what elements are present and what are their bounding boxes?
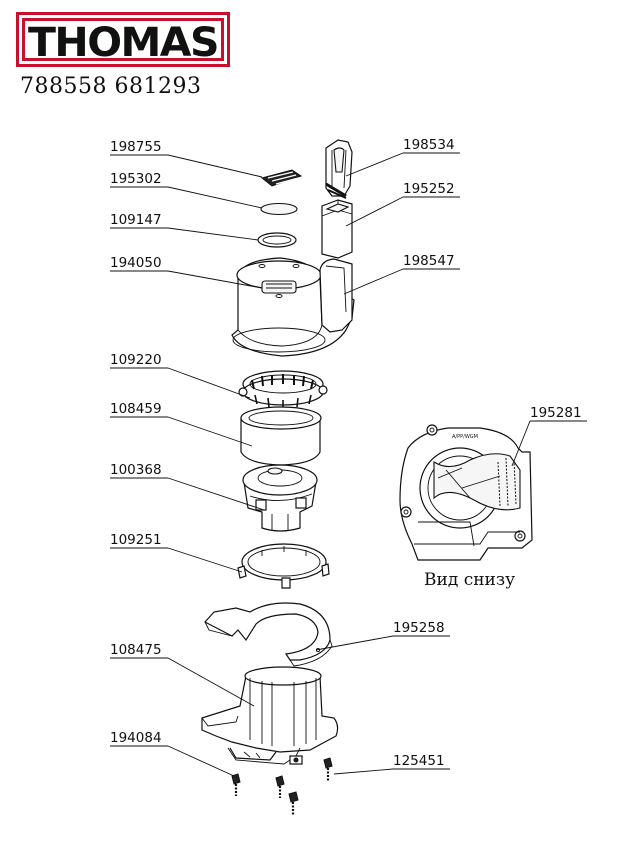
callout-195252: 195252: [345, 181, 460, 227]
bottom-view-stamp: A/PP/WGM: [452, 434, 478, 440]
svg-text:195302: 195302: [110, 171, 162, 187]
svg-text:198534: 198534: [403, 137, 455, 153]
svg-text:109251: 109251: [110, 532, 162, 548]
screw: [231, 773, 241, 796]
svg-text:198755: 198755: [110, 139, 162, 155]
svg-text:THOMAS: THOMAS: [28, 20, 218, 66]
callout-195281: 195281: [511, 405, 587, 467]
svg-text:198547: 198547: [403, 253, 455, 269]
callout-198755: 198755: [110, 139, 263, 178]
callout-195258: 195258: [315, 620, 450, 651]
callout-100368: 100368: [110, 462, 265, 511]
part-195252-holder: [321, 199, 353, 259]
part-125451-screw: [323, 757, 333, 782]
screw: [275, 775, 285, 798]
callout-109251: 109251: [110, 532, 243, 573]
part-194084-screws: [231, 773, 299, 816]
svg-text:109220: 109220: [110, 352, 162, 368]
callout-109220: 109220: [110, 352, 251, 399]
svg-text:195252: 195252: [403, 181, 455, 197]
svg-text:109147: 109147: [110, 212, 162, 228]
svg-text:194084: 194084: [110, 730, 162, 746]
part-108459-sleeve: [240, 406, 322, 466]
callout-109147: 109147: [110, 212, 259, 241]
svg-text:195258: 195258: [393, 620, 445, 636]
part-100368-motor: [242, 464, 318, 532]
callout-194084: 194084: [110, 730, 235, 777]
part-198534-cartridge: [325, 139, 353, 199]
part-109147-gasket: [257, 232, 297, 248]
svg-text:195281: 195281: [530, 405, 582, 421]
callout-195302: 195302: [110, 171, 263, 209]
svg-text:194050: 194050: [110, 255, 162, 271]
model-numbers: 788558 681293: [20, 74, 202, 99]
part-195258-bracket: [204, 602, 333, 667]
svg-text:108459: 108459: [110, 401, 162, 417]
callout-108475: 108475: [110, 642, 255, 707]
callout-198547: 198547: [343, 253, 460, 295]
svg-text:108475: 108475: [110, 642, 162, 658]
svg-text:100368: 100368: [110, 462, 162, 478]
callout-108459: 108459: [110, 401, 253, 447]
bottom-view-caption: Вид снизу: [424, 570, 515, 590]
callout-125451: 125451: [333, 753, 450, 775]
part-109251-ring: [237, 543, 330, 589]
part-109220-ring: [238, 370, 328, 409]
callout-198534: 198534: [345, 137, 460, 177]
part-108475-base: [201, 666, 339, 765]
callout-194050: 194050: [110, 255, 263, 289]
screw: [288, 791, 299, 816]
bottom-view-drawing: A/PP/WGM: [399, 424, 533, 561]
thomas-logo: THOMAS: [16, 12, 230, 67]
svg-text:125451: 125451: [393, 753, 445, 769]
part-194050-motor-cover: [231, 257, 355, 357]
part-198755-grille: [260, 169, 303, 187]
part-195302-filter-pad: [260, 202, 298, 216]
